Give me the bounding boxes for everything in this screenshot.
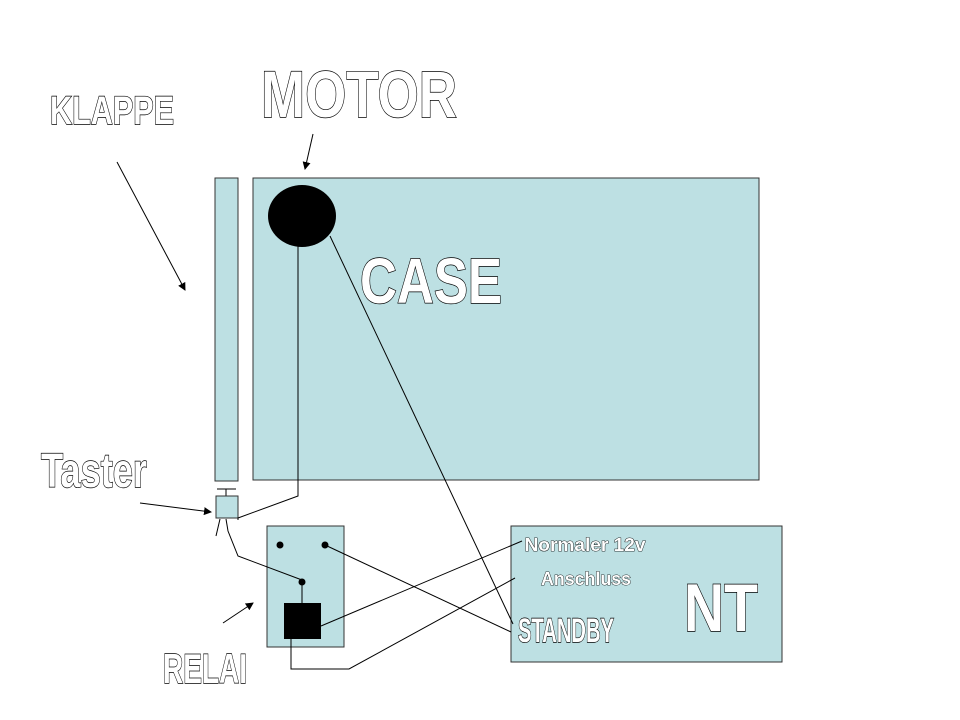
standby-label: STANDBY	[518, 612, 614, 650]
taster-switch	[215, 495, 239, 519]
case-box	[252, 177, 760, 481]
wire-relai-to-standby	[324, 544, 512, 633]
klappe-arrow	[116, 161, 186, 291]
klappe-panel	[214, 177, 239, 482]
nt-label: NT	[684, 570, 758, 646]
wire-motor-to-taster	[237, 246, 299, 520]
taster-arrow	[139, 502, 212, 516]
taster-lead-left	[215, 518, 221, 537]
nt-box	[510, 525, 783, 663]
normaler-label-line2: Anschluss	[541, 569, 631, 589]
wire-relai-return	[290, 577, 516, 670]
motor-arrow	[302, 133, 314, 170]
relai-label: RELAI	[163, 645, 247, 692]
case-label: CASE	[360, 245, 502, 317]
relai-coil	[284, 603, 321, 639]
normaler-label-line1: Normaler 12v	[525, 535, 646, 555]
wire-relai-to-normaler	[320, 540, 523, 627]
motor-circle	[268, 185, 336, 247]
relai-contact-left	[276, 541, 284, 549]
taster-label: Taster	[41, 445, 147, 498]
wire-taster-to-relai	[225, 518, 303, 581]
wire-motor-to-standby	[329, 235, 514, 625]
relai-arrow	[222, 602, 254, 624]
motor-label: MOTOR	[261, 57, 457, 131]
klappe-label: KLAPPE	[50, 89, 174, 133]
